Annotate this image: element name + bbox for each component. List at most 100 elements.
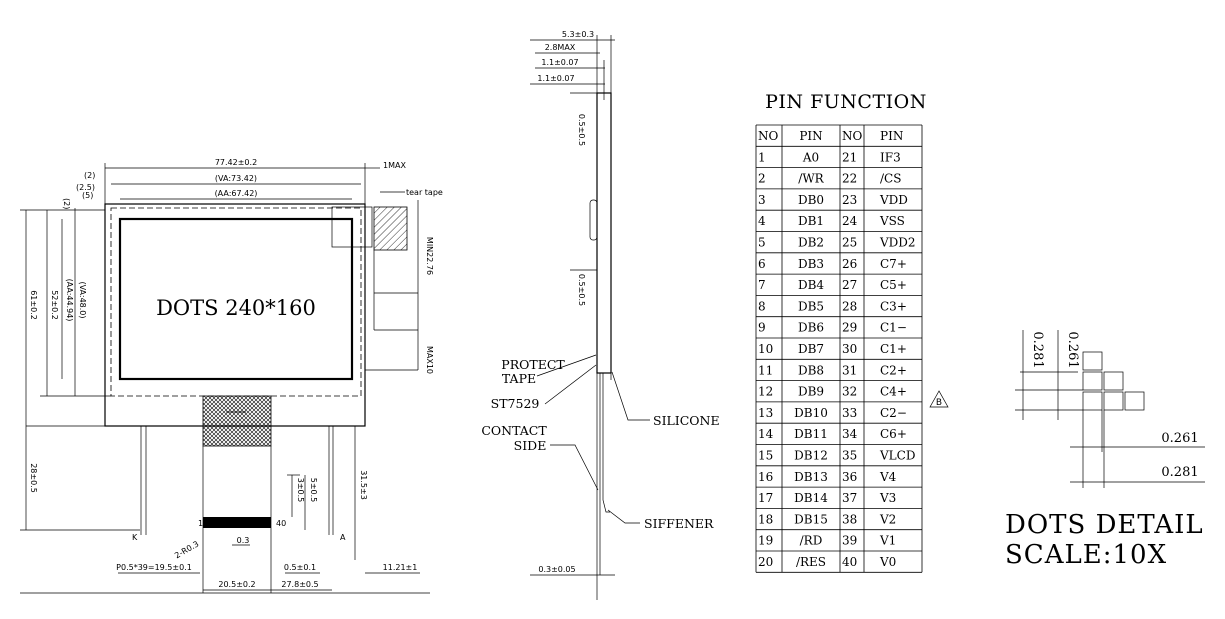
table-cell-no: 4 (758, 214, 766, 228)
table-cell-pin: VDD2 (879, 236, 916, 250)
dim-left-5: (5) (82, 191, 93, 200)
table-cell-pin: DB8 (798, 363, 824, 377)
table-cell-pin: V2 (879, 512, 896, 526)
silicone-label: SILICONE (653, 413, 720, 428)
table-cell-no: 8 (758, 299, 766, 313)
dots-dim-0-261-h: 0.261 (1161, 431, 1198, 446)
table-cell-no: 19 (758, 534, 773, 548)
tear-tape (373, 206, 408, 251)
table-cell-no: 31 (842, 363, 857, 377)
table-cell-no: 1 (758, 150, 766, 164)
table-cell-pin: DB15 (794, 512, 828, 526)
dim-width-outline: 77.42±0.2 (215, 158, 257, 167)
table-cell-no: 3 (758, 193, 766, 207)
table-cell-pin: A0 (802, 150, 819, 164)
tear-tape-area (331, 206, 373, 248)
table-cell-no: 17 (758, 491, 773, 505)
dim-3: 3±0.5 (296, 478, 305, 503)
table-cell-no: 15 (758, 449, 773, 463)
table-cell-pin: C2+ (880, 363, 907, 377)
dot-cell (1124, 391, 1145, 411)
table-cell-no: 27 (842, 278, 857, 292)
dim-0-3-side: 0.3±0.05 (538, 565, 575, 574)
protect-tape-label-1: PROTECT (501, 357, 565, 372)
table-cell-no: 35 (842, 449, 857, 463)
table-cell-pin: V3 (879, 491, 896, 505)
dots-dim-0-281-v: 0.281 (1030, 331, 1045, 368)
table-cell-no: 5 (758, 236, 766, 250)
table-cell-pin: /CS (880, 172, 901, 186)
table-cell-pin: DB7 (798, 342, 824, 356)
dim-5-3: 5.3±0.3 (562, 30, 594, 39)
dot-cell (1082, 391, 1103, 411)
table-cell-pin: DB12 (794, 449, 828, 463)
table-cell-pin: /RD (800, 534, 823, 548)
table-cell-no: 39 (842, 534, 857, 548)
table-cell-pin: /WR (798, 172, 824, 186)
table-cell-pin: DB9 (798, 385, 824, 399)
dim-aa-h: (AA:44.94) (65, 279, 74, 322)
table-cell-pin: DB5 (798, 299, 824, 313)
dim-aa-width: (AA:67.42) (215, 189, 258, 198)
table-cell-pin: DB13 (794, 470, 828, 484)
dot-cell (1103, 371, 1124, 391)
table-cell-pin: DB4 (798, 278, 824, 292)
dim-0-5-a: 0.5±0.5 (577, 114, 586, 146)
dim-2-8: 2.8MAX (545, 43, 576, 52)
dim-h61: 61±0.2 (29, 290, 38, 320)
dim-left-2a: (2) (84, 171, 95, 180)
table-cell-no: 14 (758, 427, 774, 441)
dim-va-width: (VA:73.42) (215, 174, 257, 183)
table-cell-no: 2 (758, 172, 766, 186)
dim-left-25: (2.5) (76, 183, 95, 192)
dim-11-21: 11.21±1 (383, 563, 418, 572)
table-cell-no: 33 (842, 406, 857, 420)
table-cell-no: 38 (842, 512, 857, 526)
dim-r0-3: 2-R0.3 (173, 539, 200, 560)
table-cell-no: 40 (842, 555, 857, 569)
table-cell-pin: C1+ (880, 342, 907, 356)
table-cell-pin: DB3 (798, 257, 824, 271)
dim-0-5-b: 0.5±0.5 (577, 274, 586, 306)
dim-va-h: (VA:48.0) (78, 281, 87, 318)
table-cell-no: 13 (758, 406, 773, 420)
dim-h28: 28±0.5 (29, 463, 38, 493)
dots-detail-scale: SCALE:10X (1005, 540, 1167, 570)
dim-h52: 52±0.2 (50, 290, 59, 320)
table-cell-pin: C4+ (880, 385, 907, 399)
table-cell-no: 34 (842, 427, 858, 441)
side-view: 5.3±0.3 2.8MAX 1.1±0.07 1.1±0.07 0.5±0.5… (481, 30, 720, 600)
table-cell-pin: DB0 (798, 193, 824, 207)
contact-side-label-2: SIDE (514, 438, 547, 453)
dim-0-3: 0.3 (237, 536, 250, 545)
table-cell-pin: DB10 (794, 406, 828, 420)
table-cell-no: 36 (842, 470, 857, 484)
table-cell-pin: /RES (796, 555, 826, 569)
dots-detail-title: DOTS DETAIL (1005, 510, 1204, 540)
table-cell-pin: C6+ (880, 427, 907, 441)
table-cell-no: 32 (842, 385, 857, 399)
table-cell-no: 30 (842, 342, 857, 356)
dot-cell (1082, 371, 1103, 391)
ic-area (202, 395, 272, 447)
table-cell-no: 22 (842, 172, 857, 186)
table-cell-no: 23 (842, 193, 857, 207)
table-cell-pin: V4 (879, 470, 897, 484)
table-cell-no: 11 (758, 363, 773, 377)
table-cell-pin: V1 (879, 534, 896, 548)
dot-cell (1082, 351, 1103, 371)
dim-27-8: 27.8±0.5 (281, 580, 318, 589)
dim-20-5: 20.5±0.2 (218, 580, 255, 589)
table-cell-pin: IF3 (880, 150, 901, 164)
tear-tape-label: tear tape (406, 188, 443, 197)
siffener-label: SIFFENER (644, 516, 714, 531)
contact-side-label-1: CONTACT (481, 423, 547, 438)
table-cell-pin: DB1 (798, 214, 824, 228)
dim-1-1-a: 1.1±0.07 (541, 58, 578, 67)
table-cell-no: 6 (758, 257, 766, 271)
table-cell-no: 12 (758, 385, 773, 399)
table-cell-no: 28 (842, 299, 857, 313)
table-cell-no: 24 (842, 214, 858, 228)
table-header-pin: PIN (880, 129, 903, 143)
protect-tape-label-2: TAPE (502, 371, 536, 386)
